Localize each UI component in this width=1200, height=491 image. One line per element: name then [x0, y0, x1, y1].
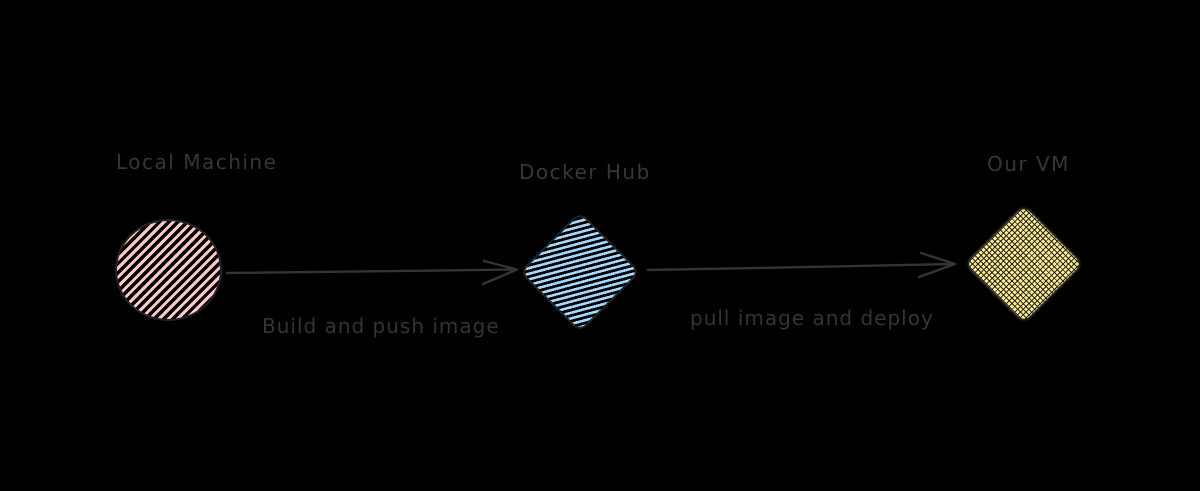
local-machine-node: [115, 219, 222, 321]
arrow-pull-and-deploy: [646, 251, 957, 279]
local-machine-label: Local Machine: [116, 150, 278, 174]
our-vm-label: Our VM: [987, 152, 1070, 176]
edge-label-build-and-push: Build and push image: [262, 314, 500, 338]
our-vm-node: [963, 203, 1085, 325]
edge-label-pull-and-deploy: pull image and deploy: [690, 306, 934, 330]
docker-hub-node: [519, 211, 641, 333]
docker-hub-label: Docker Hub: [519, 160, 651, 184]
arrow-build-and-push: [225, 259, 519, 286]
